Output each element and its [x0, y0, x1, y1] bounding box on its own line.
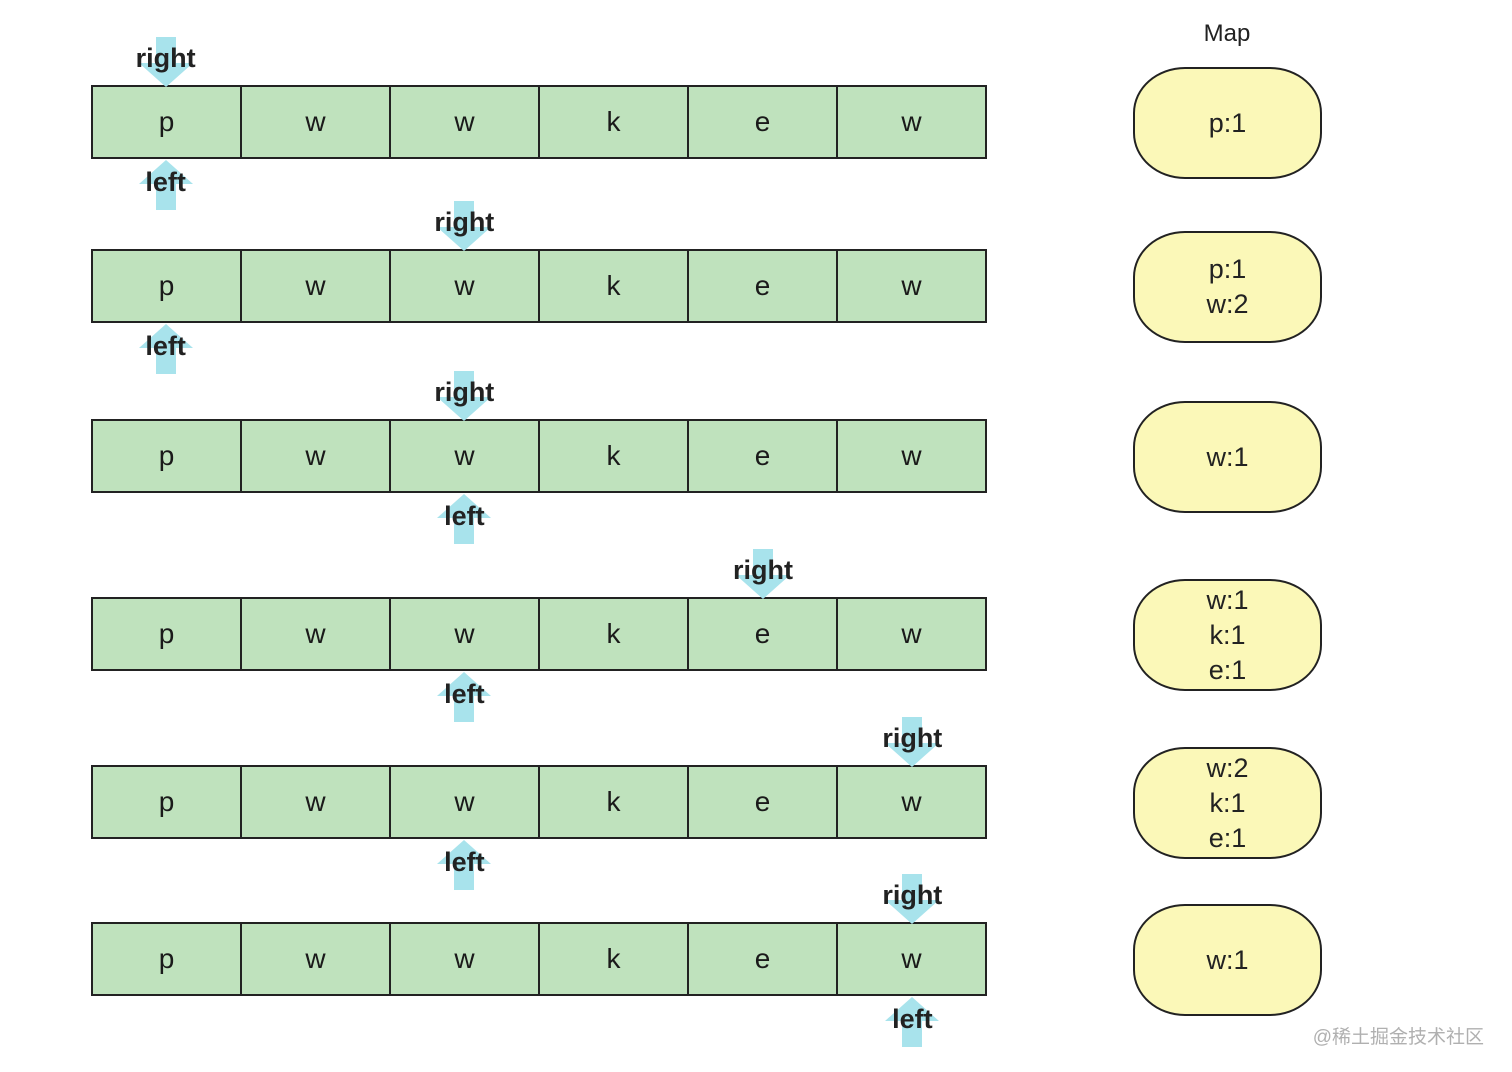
map-entry: w:1	[1206, 584, 1249, 615]
char-cell: w	[901, 440, 922, 471]
char-cell: w	[901, 618, 922, 649]
char-cell: w	[242, 767, 391, 837]
map-state-box: w:2 k:1 e:1	[1133, 747, 1322, 859]
char-cell: k	[540, 924, 689, 994]
right-pointer: right	[877, 874, 947, 926]
char-cell: k	[540, 767, 689, 837]
map-entry: p:1	[1208, 254, 1247, 284]
right-pointer-label: right	[882, 723, 943, 753]
right-pointer: right	[877, 717, 947, 769]
char-cell: w	[391, 767, 540, 837]
char-cell: w	[391, 251, 540, 321]
map-state-box: w:1	[1133, 401, 1322, 513]
map-state-box: p:1	[1133, 67, 1322, 179]
right-pointer-label: right	[732, 555, 793, 585]
arrow-down-icon	[735, 549, 790, 599]
left-pointer-label: left	[444, 501, 485, 531]
char-cell: w	[242, 87, 391, 157]
char-cell: p	[93, 924, 242, 994]
char-cell: w	[901, 270, 922, 301]
char-cell: k	[540, 251, 689, 321]
left-pointer-label: left	[444, 847, 485, 877]
char-cell: w	[391, 87, 540, 157]
char-cell: e	[689, 924, 838, 994]
arrow-down-icon	[138, 37, 193, 87]
char-cell: e	[689, 421, 838, 491]
arrow-down-icon	[885, 717, 940, 767]
map-entry: k:1	[1209, 619, 1246, 650]
arrow-up-icon	[437, 840, 492, 890]
arrow-up-icon	[885, 997, 940, 1047]
char-cell: w	[391, 421, 540, 491]
arrow-up-icon	[437, 494, 492, 544]
left-pointer: left	[877, 995, 947, 1047]
map-title: Map	[1203, 20, 1251, 47]
char-cell: p	[93, 421, 242, 491]
map-entry: e:1	[1208, 822, 1247, 853]
map-entry: w:2	[1206, 289, 1249, 319]
map-entry: w:1	[1206, 944, 1249, 975]
map-state-box: w:1	[1133, 904, 1322, 1016]
char-cell: w	[391, 599, 540, 669]
char-cell: p	[93, 599, 242, 669]
arrow-down-icon	[437, 371, 492, 421]
right-pointer: right	[429, 371, 499, 423]
left-pointer: left	[429, 492, 499, 544]
char-cell: w	[242, 599, 391, 669]
char-cell: w	[391, 924, 540, 994]
char-cell: w	[901, 943, 922, 974]
watermark: @稀土掘金技术社区	[1312, 1027, 1484, 1048]
char-cell: w	[901, 106, 922, 137]
char-cell: w	[901, 786, 922, 817]
right-pointer-label: right	[135, 43, 196, 73]
map-entry: e:1	[1208, 654, 1247, 685]
char-cell: k	[540, 599, 689, 669]
map-state-box: w:1 k:1 e:1	[1133, 579, 1322, 691]
right-pointer-label: right	[434, 377, 495, 407]
map-entry: p:1	[1208, 107, 1247, 138]
char-cell: e	[689, 767, 838, 837]
left-pointer-label: left	[892, 1004, 933, 1034]
char-cell: w	[242, 924, 391, 994]
arrow-down-icon	[437, 201, 492, 251]
arrow-up-icon	[138, 160, 193, 210]
map-entry: k:1	[1209, 787, 1246, 818]
char-cell: p	[93, 767, 242, 837]
char-cell: k	[540, 87, 689, 157]
left-pointer: left	[429, 838, 499, 890]
char-cell: w	[242, 421, 391, 491]
left-pointer: left	[429, 670, 499, 722]
left-pointer-label: left	[444, 679, 485, 709]
char-cell: p	[93, 251, 242, 321]
left-pointer-label: left	[145, 167, 186, 197]
left-pointer: left	[131, 158, 201, 210]
char-cell: e	[689, 87, 838, 157]
char-cell: e	[689, 599, 838, 669]
left-pointer-label: left	[145, 331, 186, 361]
char-cell: k	[540, 421, 689, 491]
char-cell: w	[242, 251, 391, 321]
arrow-up-icon	[138, 324, 193, 374]
char-cell: p	[93, 87, 242, 157]
map-entry: w:2	[1206, 752, 1249, 783]
right-pointer-label: right	[882, 880, 943, 910]
map-entry: w:1	[1206, 441, 1249, 472]
arrow-down-icon	[885, 874, 940, 924]
arrow-up-icon	[437, 672, 492, 722]
char-cell: e	[689, 251, 838, 321]
right-pointer: right	[131, 37, 201, 89]
right-pointer: right	[429, 201, 499, 253]
right-pointer: right	[728, 549, 798, 601]
right-pointer-label: right	[434, 207, 495, 237]
left-pointer: left	[131, 322, 201, 374]
